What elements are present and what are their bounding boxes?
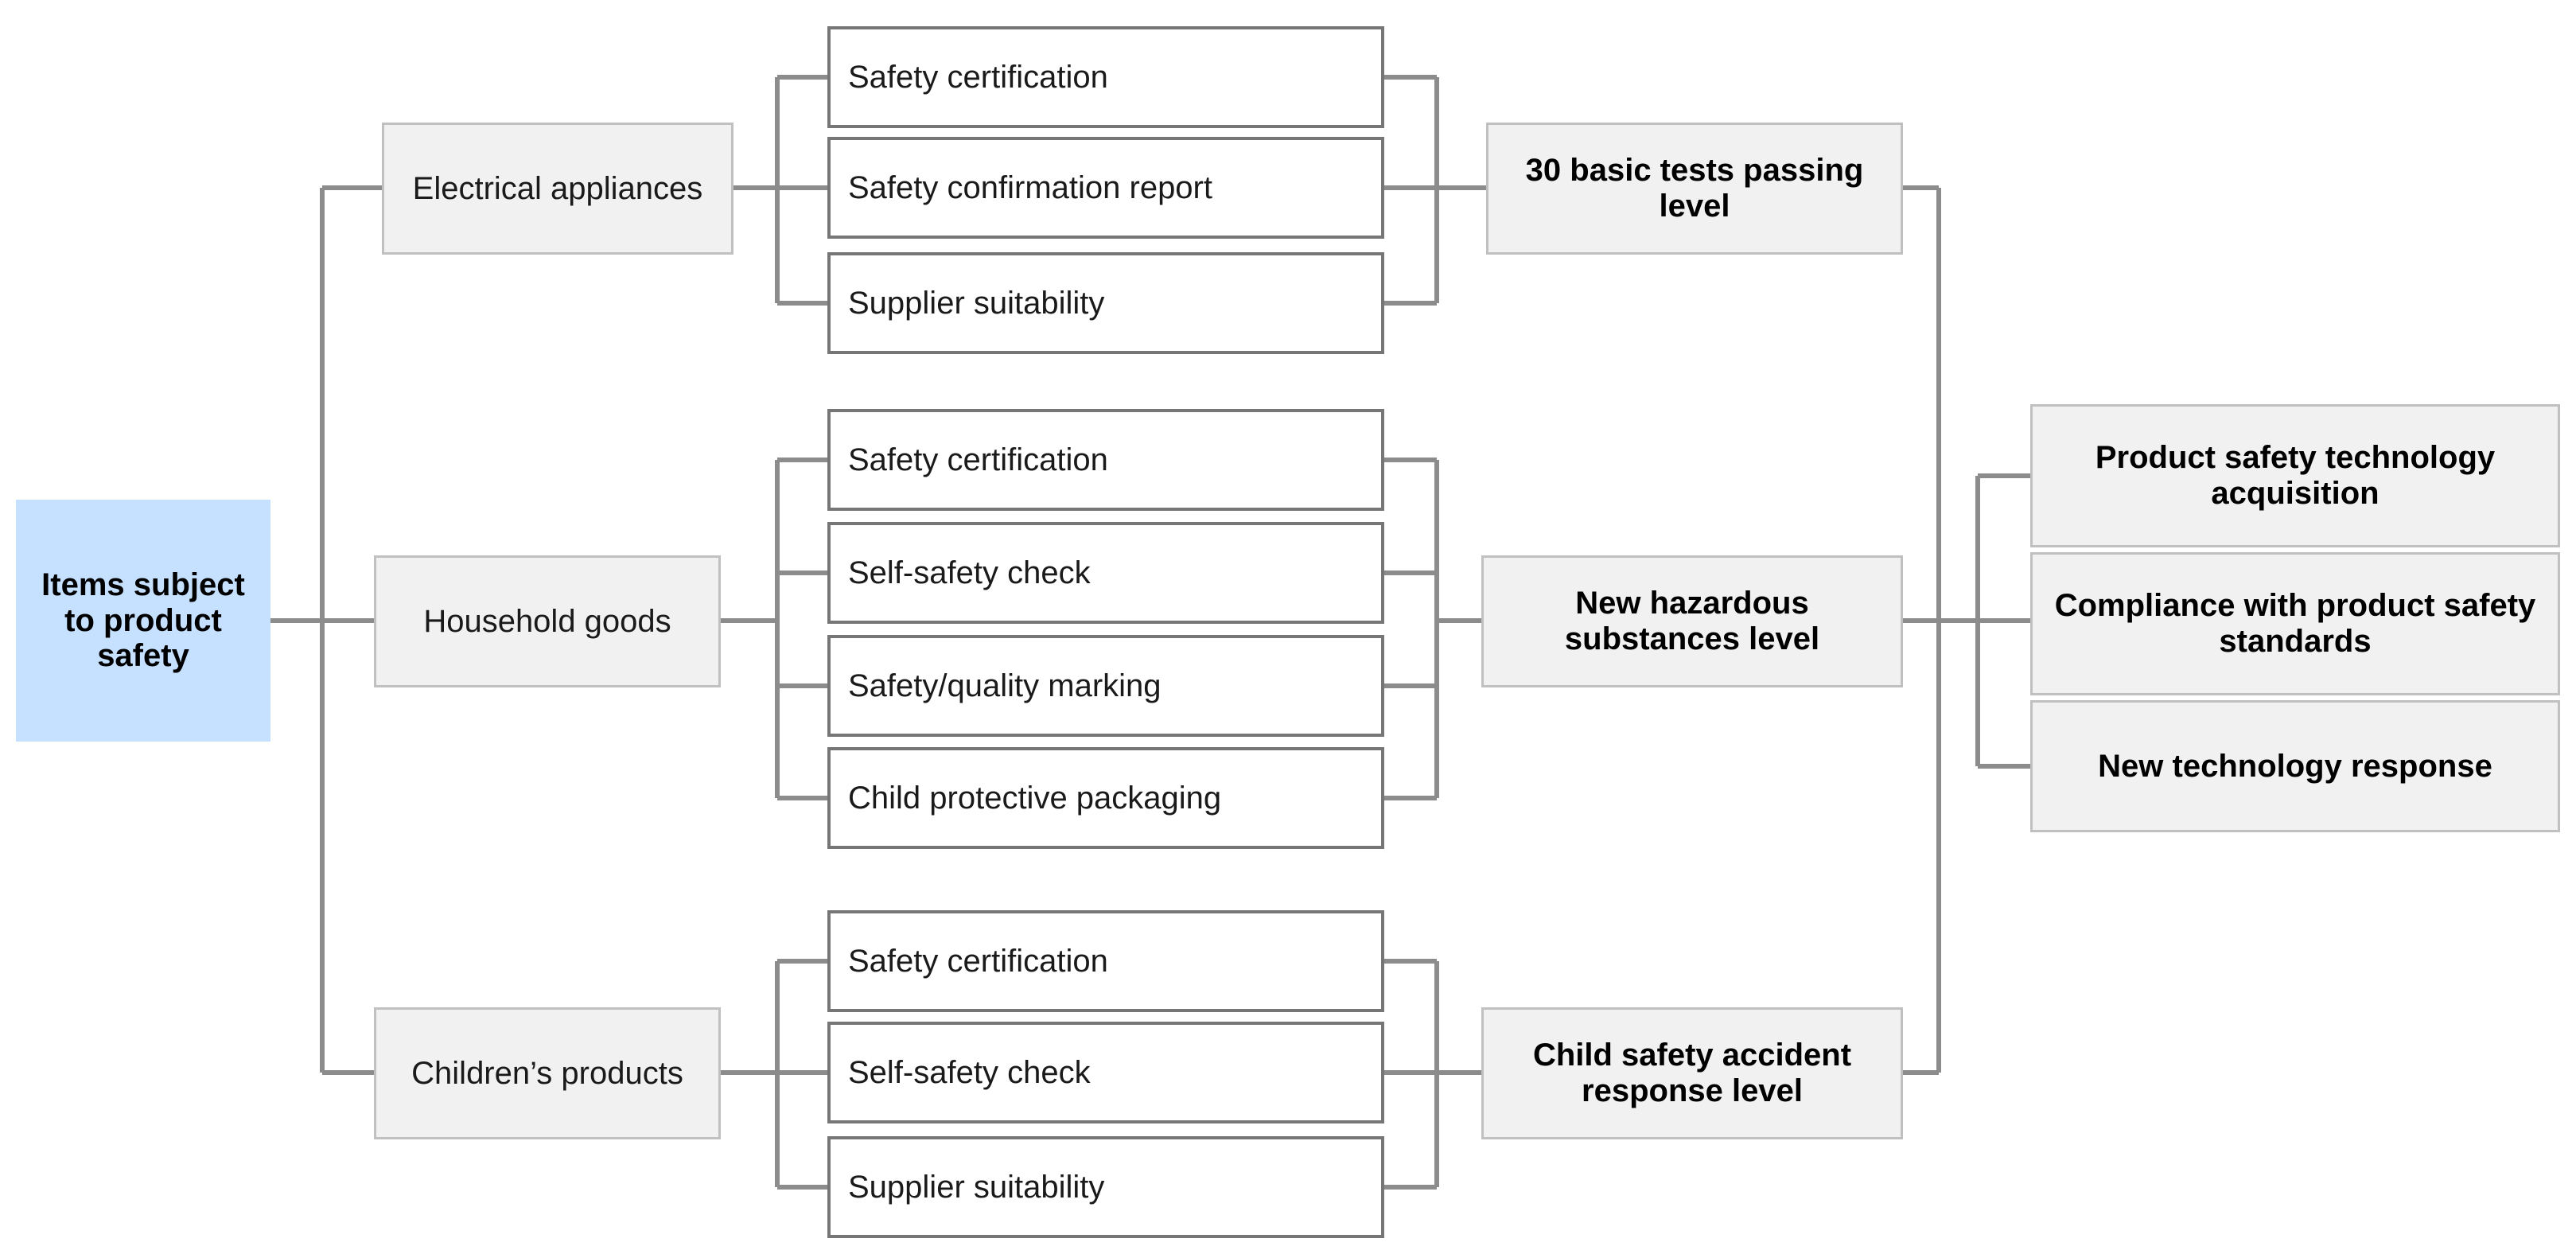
root-label: Items subject to product safety xyxy=(41,567,245,674)
outcome-node-compliance[interactable]: Compliance with product safety standards xyxy=(2030,552,2560,695)
requirement-label: Self-safety check xyxy=(848,1054,1091,1090)
outcome-label: Compliance with product safety standards xyxy=(2054,588,2536,659)
requirement-label: Safety certification xyxy=(848,943,1108,979)
requirement-label: Safety confirmation report xyxy=(848,169,1212,205)
level-node-basic-tests[interactable]: 30 basic tests passing level xyxy=(1486,123,1903,255)
outcome-node-tech-acquisition[interactable]: Product safety technology acquisition xyxy=(2030,404,2560,547)
level-node-hazardous[interactable]: New hazardous substances level xyxy=(1481,555,1903,687)
requirement-label: Child protective packaging xyxy=(848,780,1222,816)
category-label: Electrical appliances xyxy=(412,170,703,206)
category-label: Household goods xyxy=(423,603,671,639)
category-node-electrical[interactable]: Electrical appliances xyxy=(382,123,733,255)
requirement-node[interactable]: Supplier suitability xyxy=(827,252,1384,354)
requirement-label: Supplier suitability xyxy=(848,285,1105,321)
requirement-node[interactable]: Safety certification xyxy=(827,26,1384,128)
category-node-children[interactable]: Children’s products xyxy=(374,1007,721,1139)
requirement-label: Safety certification xyxy=(848,442,1108,477)
requirement-label: Self-safety check xyxy=(848,555,1091,590)
requirement-label: Supplier suitability xyxy=(848,1169,1105,1205)
level-node-child-safety[interactable]: Child safety accident response level xyxy=(1481,1007,1903,1139)
requirement-node[interactable]: Safety certification xyxy=(827,910,1384,1012)
level-label: New hazardous substances level xyxy=(1564,586,1820,656)
requirement-node[interactable]: Safety certification xyxy=(827,409,1384,511)
requirement-node[interactable]: Self-safety check xyxy=(827,1022,1384,1123)
requirement-node[interactable]: Safety confirmation report xyxy=(827,137,1384,239)
outcome-node-new-tech[interactable]: New technology response xyxy=(2030,700,2560,832)
outcome-label: Product safety technology acquisition xyxy=(2095,440,2496,511)
requirement-node[interactable]: Self-safety check xyxy=(827,522,1384,624)
requirement-node[interactable]: Child protective packaging xyxy=(827,747,1384,849)
root-node[interactable]: Items subject to product safety xyxy=(16,500,270,742)
requirement-label: Safety/quality marking xyxy=(848,668,1162,703)
level-label: Child safety accident response level xyxy=(1532,1038,1852,1108)
requirement-node[interactable]: Supplier suitability xyxy=(827,1136,1384,1238)
category-node-household[interactable]: Household goods xyxy=(374,555,721,687)
outcome-label: New technology response xyxy=(2098,748,2492,784)
level-label: 30 basic tests passing level xyxy=(1525,153,1864,224)
requirement-label: Safety certification xyxy=(848,59,1108,95)
requirement-node[interactable]: Safety/quality marking xyxy=(827,635,1384,737)
category-label: Children’s products xyxy=(411,1055,683,1091)
